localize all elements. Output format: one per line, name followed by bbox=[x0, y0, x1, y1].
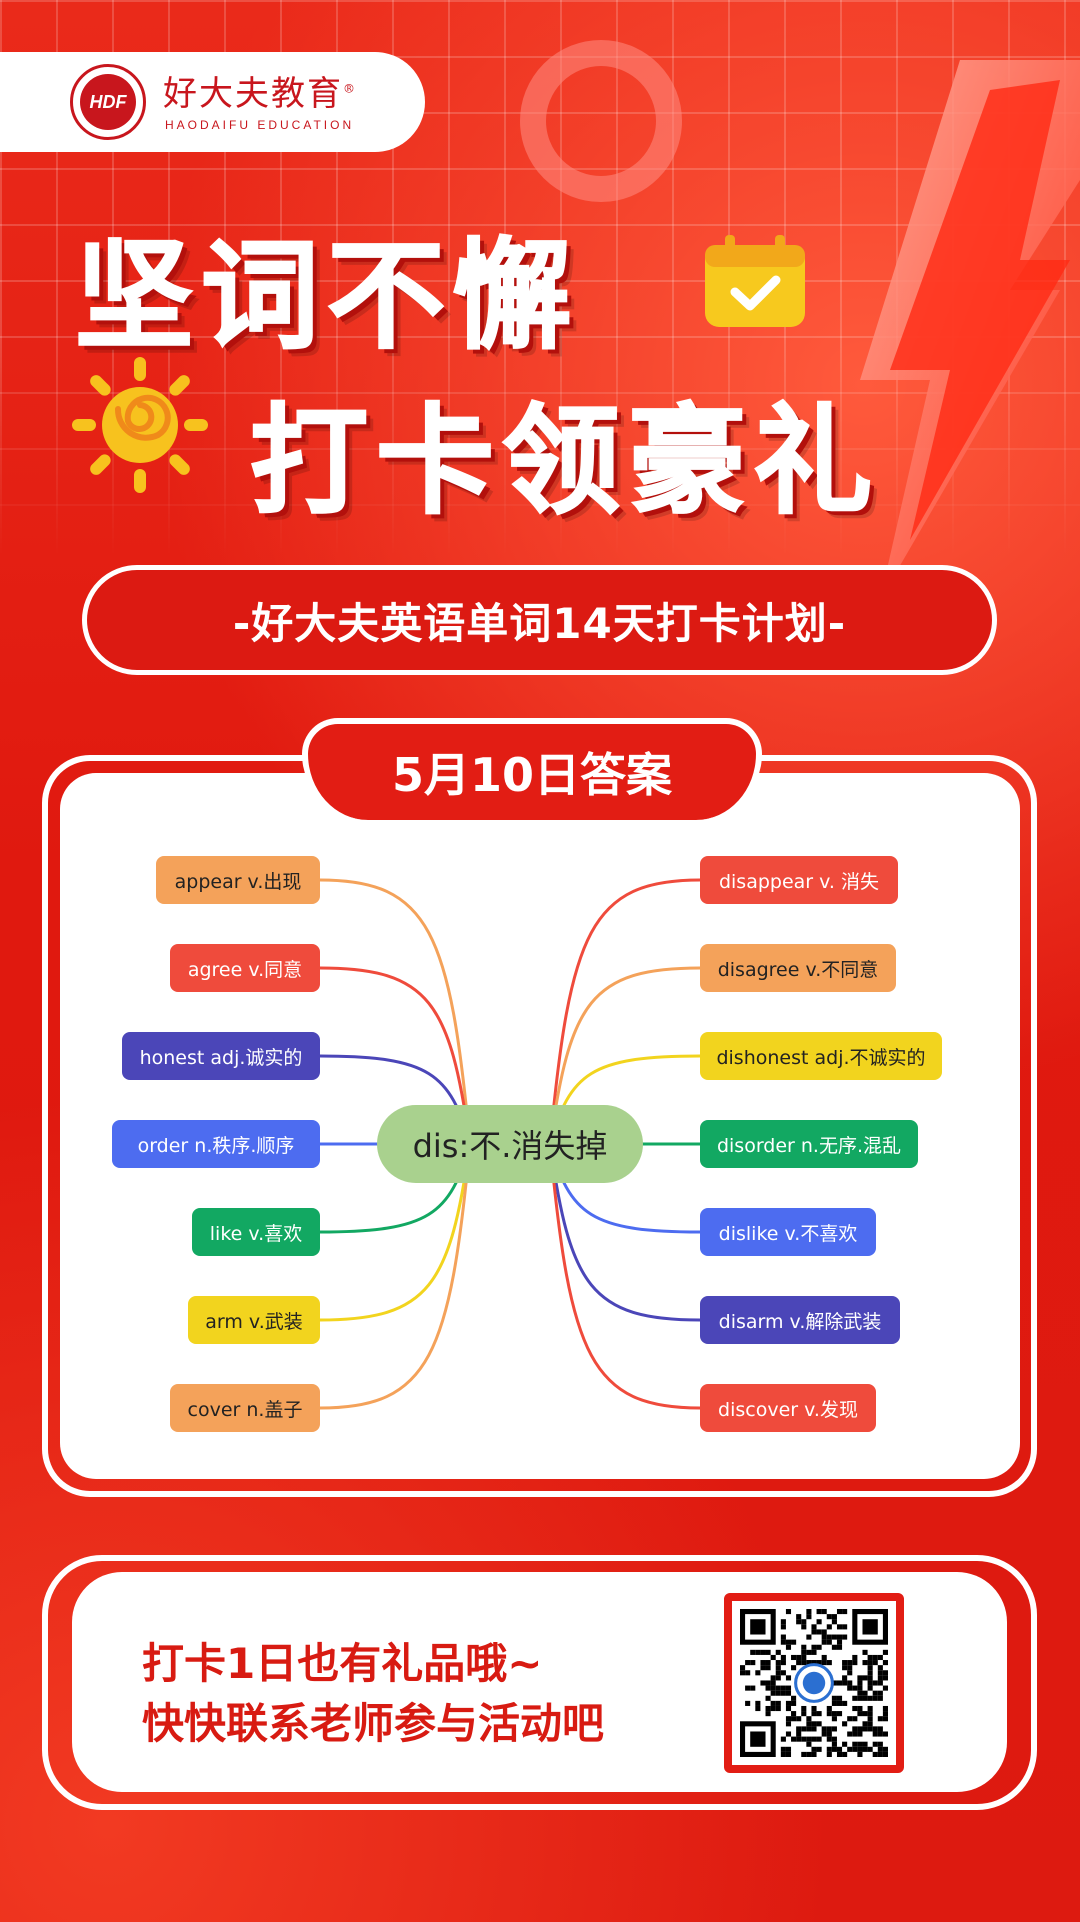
right-word-node-2: disagree v.不同意 bbox=[700, 944, 896, 992]
left-word-node-3: honest adj.诚实的 bbox=[122, 1032, 320, 1080]
qr-code[interactable] bbox=[724, 1593, 904, 1773]
footer-line-2: 快快联系老师参与活动吧 bbox=[142, 1699, 605, 1748]
brand-name-en: HAODAIFU EDUCATION bbox=[165, 118, 355, 132]
footer-card-border bbox=[42, 1555, 1037, 1810]
right-word-node-6: disarm v.解除武装 bbox=[700, 1296, 900, 1344]
left-word-node-4: order n.秩序.顺序 bbox=[112, 1120, 320, 1168]
left-word-node-6: arm v.武装 bbox=[188, 1296, 320, 1344]
brand-name-cn-text: 好大夫教育 bbox=[163, 74, 343, 114]
logo-pill: HDF 好大夫教育® HAODAIFU EDUCATION bbox=[0, 52, 425, 152]
calendar-check-icon bbox=[705, 235, 805, 327]
headline-line-1: 坚词不懈 bbox=[74, 226, 580, 366]
footer-line-1: 打卡1日也有礼品哦~ bbox=[142, 1639, 543, 1688]
right-word-node-1: disappear v. 消失 bbox=[700, 856, 898, 904]
headline-line-2: 打卡领豪礼 bbox=[249, 391, 881, 531]
lightning-bolt-decoration bbox=[860, 60, 1080, 600]
right-word-node-4: disorder n.无序.混乱 bbox=[700, 1120, 918, 1168]
registered-mark: ® bbox=[343, 81, 357, 96]
left-word-node-1: appear v.出现 bbox=[156, 856, 320, 904]
brand-logo-icon: HDF bbox=[70, 64, 146, 140]
qr-code-icon bbox=[740, 1609, 888, 1757]
left-word-node-7: cover n.盖子 bbox=[170, 1384, 320, 1432]
right-word-node-5: dislike v.不喜欢 bbox=[700, 1208, 876, 1256]
left-word-node-5: like v.喜欢 bbox=[192, 1208, 320, 1256]
right-word-node-3: dishonest adj.不诚实的 bbox=[700, 1032, 942, 1080]
brand-badge-text: HDF bbox=[80, 74, 136, 130]
mindmap-center-node: dis:不.消失掉 bbox=[377, 1105, 643, 1183]
sun-icon bbox=[72, 357, 208, 493]
brand-name-cn: 好大夫教育® bbox=[163, 66, 357, 115]
left-word-node-2: agree v.同意 bbox=[170, 944, 320, 992]
subtitle-banner: -好大夫英语单词14天打卡计划- bbox=[82, 565, 997, 675]
answer-date-tab: 5月10日答案 bbox=[302, 718, 762, 820]
ring-decoration bbox=[520, 40, 682, 202]
right-word-node-7: discover v.发现 bbox=[700, 1384, 876, 1432]
